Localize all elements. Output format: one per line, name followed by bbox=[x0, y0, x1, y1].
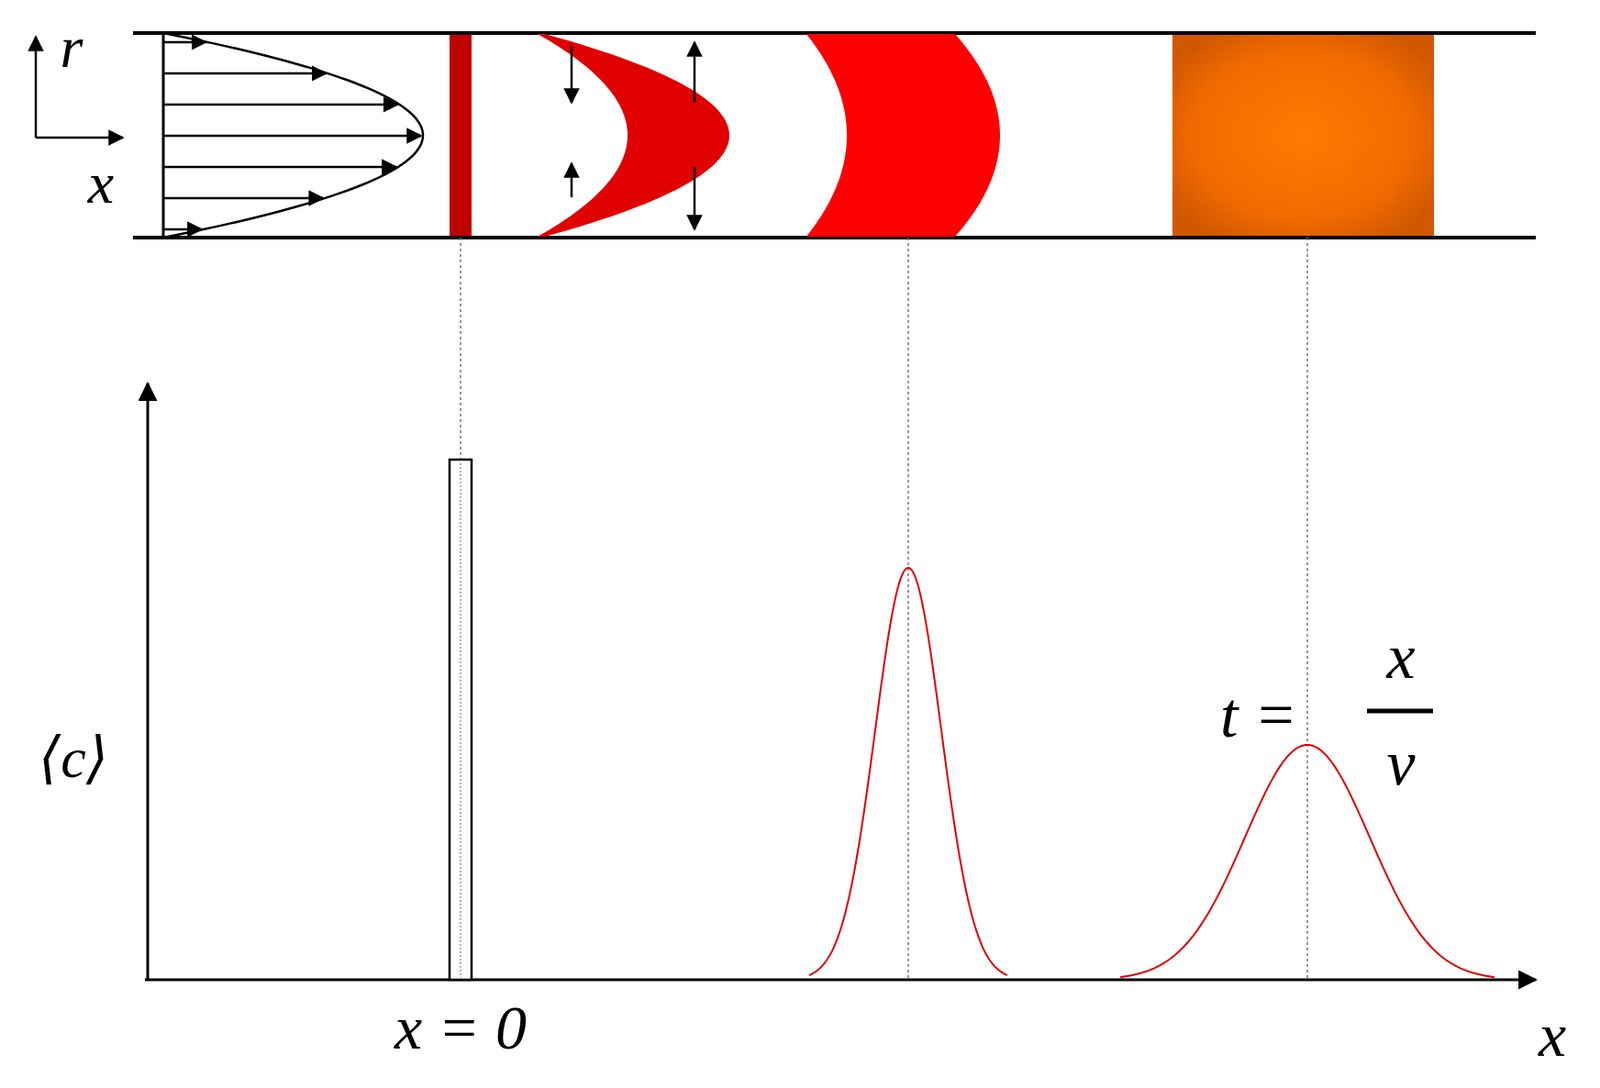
time-label: t = bbox=[1220, 683, 1298, 748]
guide-line bbox=[907, 237, 910, 980]
initial-pulse bbox=[449, 459, 472, 980]
axis-label: x bbox=[88, 154, 114, 213]
axis-label: x bbox=[1538, 1003, 1567, 1067]
guide-line bbox=[459, 237, 462, 459]
r-axis-arrow bbox=[34, 36, 38, 138]
diffusion-arrow bbox=[693, 166, 697, 230]
plot-y-axis bbox=[146, 383, 150, 980]
axis-label: r bbox=[60, 18, 84, 78]
velocity-arrow bbox=[163, 41, 206, 45]
plot-x-axis bbox=[144, 978, 1536, 982]
guide-line bbox=[1306, 237, 1309, 980]
velocity-arrow bbox=[163, 166, 397, 169]
fraction-bar bbox=[1366, 709, 1434, 714]
time-label: x bbox=[1386, 624, 1415, 689]
diffusion-arrow bbox=[570, 163, 574, 198]
velocity-arrow bbox=[163, 72, 326, 76]
velocity-arrow bbox=[163, 228, 202, 232]
diffusion-arrow bbox=[693, 42, 697, 103]
mixed-plug bbox=[1172, 34, 1434, 236]
dispersing-plug bbox=[806, 33, 1000, 237]
velocity-arrow bbox=[163, 197, 323, 200]
x-axis-arrow bbox=[35, 136, 123, 140]
velocity-profile bbox=[163, 33, 423, 238]
axes bbox=[35, 36, 1536, 980]
concentration-curve bbox=[1120, 744, 1495, 978]
time-label: v bbox=[1386, 731, 1415, 796]
initial-plug bbox=[449, 34, 472, 236]
stretched-plug bbox=[537, 33, 730, 237]
concentration-curve bbox=[809, 567, 1008, 976]
diffusion-arrow bbox=[570, 45, 574, 103]
origin-label: x = 0 bbox=[394, 996, 527, 1059]
pulse-center bbox=[459, 463, 462, 978]
axis-label: ⟨c⟩ bbox=[38, 729, 109, 787]
velocity-arrow bbox=[163, 134, 422, 138]
velocity-arrow bbox=[163, 103, 398, 107]
tube bbox=[133, 33, 1536, 238]
